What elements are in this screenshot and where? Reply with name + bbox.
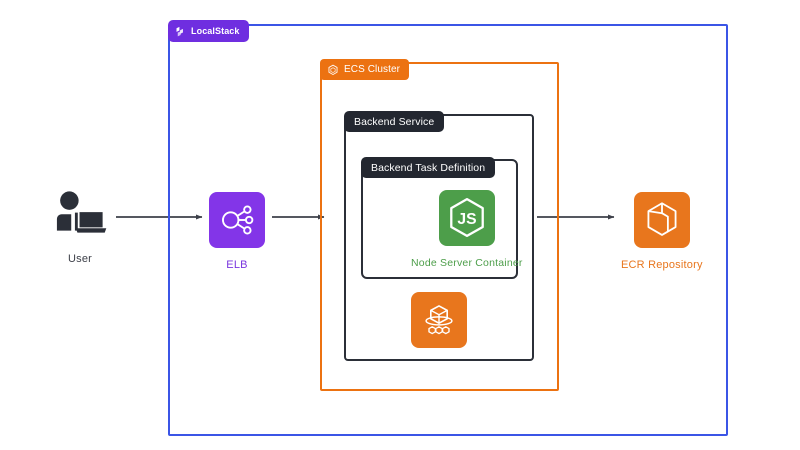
group-box-localstack — [168, 24, 728, 436]
group-label-backend-task-definition-text: Backend Task Definition — [371, 161, 486, 174]
group-label-localstack-text: LocalStack — [191, 26, 240, 36]
node-user-label: User — [67, 253, 93, 265]
node-ecr-repository-label: ECR Repository — [621, 259, 703, 271]
node-ecr-repository[interactable]: ECR Repository — [621, 192, 703, 271]
node-node-server-container-label: Node Server Container — [411, 257, 523, 269]
svg-text:JS: JS — [457, 211, 476, 228]
node-elb[interactable]: ELB — [209, 192, 265, 271]
ecs-task-tile — [411, 292, 467, 348]
ecr-tile — [633, 192, 690, 248]
group-label-backend-service[interactable]: Backend Service — [344, 111, 445, 132]
ecr-repository-icon — [647, 202, 677, 236]
ecs-cluster-icon — [327, 64, 339, 76]
node-ecs-task[interactable] — [411, 292, 467, 348]
group-label-ecs-cluster[interactable]: ECS Cluster — [320, 59, 410, 80]
node-user[interactable]: User — [52, 186, 108, 265]
node-elb-label: ELB — [226, 259, 248, 271]
group-label-backend-service-text: Backend Service — [354, 115, 435, 128]
node-node-server-container[interactable]: JS Node Server Container — [411, 190, 523, 269]
user-at-laptop-icon — [56, 191, 107, 233]
user-tile — [52, 186, 108, 242]
localstack-logo-icon — [175, 26, 186, 37]
nodejs-icon: JS — [449, 198, 484, 238]
group-label-localstack[interactable]: LocalStack — [168, 20, 249, 42]
group-box-ecs-cluster — [320, 62, 559, 391]
elastic-load-balancer-icon — [222, 205, 254, 235]
group-label-backend-task-definition[interactable]: Backend Task Definition — [361, 157, 496, 178]
nodejs-tile: JS — [438, 190, 495, 246]
group-label-ecs-cluster-text: ECS Cluster — [344, 64, 401, 75]
ecs-task-icon — [425, 305, 453, 335]
elb-tile — [209, 192, 265, 248]
